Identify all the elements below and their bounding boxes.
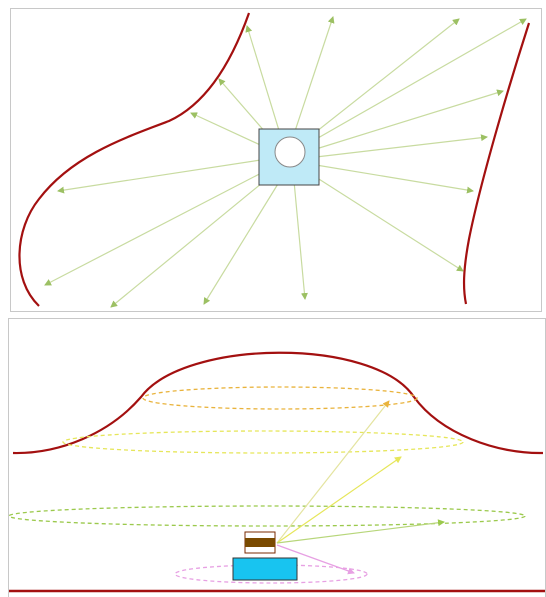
ray bbox=[110, 173, 274, 308]
bottom-diagram-canvas bbox=[9, 351, 545, 593]
right-boundary-curve bbox=[462, 22, 531, 305]
ray-yellow bbox=[276, 456, 402, 544]
ray bbox=[44, 168, 270, 286]
ray bbox=[306, 18, 460, 140]
ray-orange bbox=[276, 400, 390, 544]
bottom-diagram-panel bbox=[8, 318, 546, 597]
base-block-icon bbox=[232, 557, 298, 581]
left-boundary-curve bbox=[18, 12, 251, 307]
top-diagram-canvas bbox=[18, 12, 531, 308]
ray bbox=[315, 89, 504, 150]
ray bbox=[245, 25, 282, 138]
ring-orange bbox=[142, 386, 418, 410]
square-source-with-hole-icon bbox=[258, 128, 320, 186]
ring-pink bbox=[174, 564, 368, 584]
emitter-box-icon bbox=[244, 531, 276, 554]
ray bbox=[203, 178, 282, 305]
ray bbox=[310, 18, 527, 143]
ray bbox=[315, 164, 474, 194]
ray-green bbox=[276, 519, 445, 544]
ray bbox=[292, 16, 335, 138]
ray bbox=[293, 180, 308, 300]
ray bbox=[315, 134, 488, 158]
ray bbox=[57, 158, 268, 194]
ray-group bbox=[44, 16, 527, 308]
ring-yellow bbox=[62, 430, 464, 454]
top-diagram-panel bbox=[10, 8, 542, 312]
ray-pink bbox=[276, 544, 355, 575]
ring-green bbox=[9, 505, 526, 527]
ray bbox=[190, 112, 270, 150]
ray bbox=[310, 173, 464, 272]
dome-boundary-curve bbox=[12, 351, 544, 455]
